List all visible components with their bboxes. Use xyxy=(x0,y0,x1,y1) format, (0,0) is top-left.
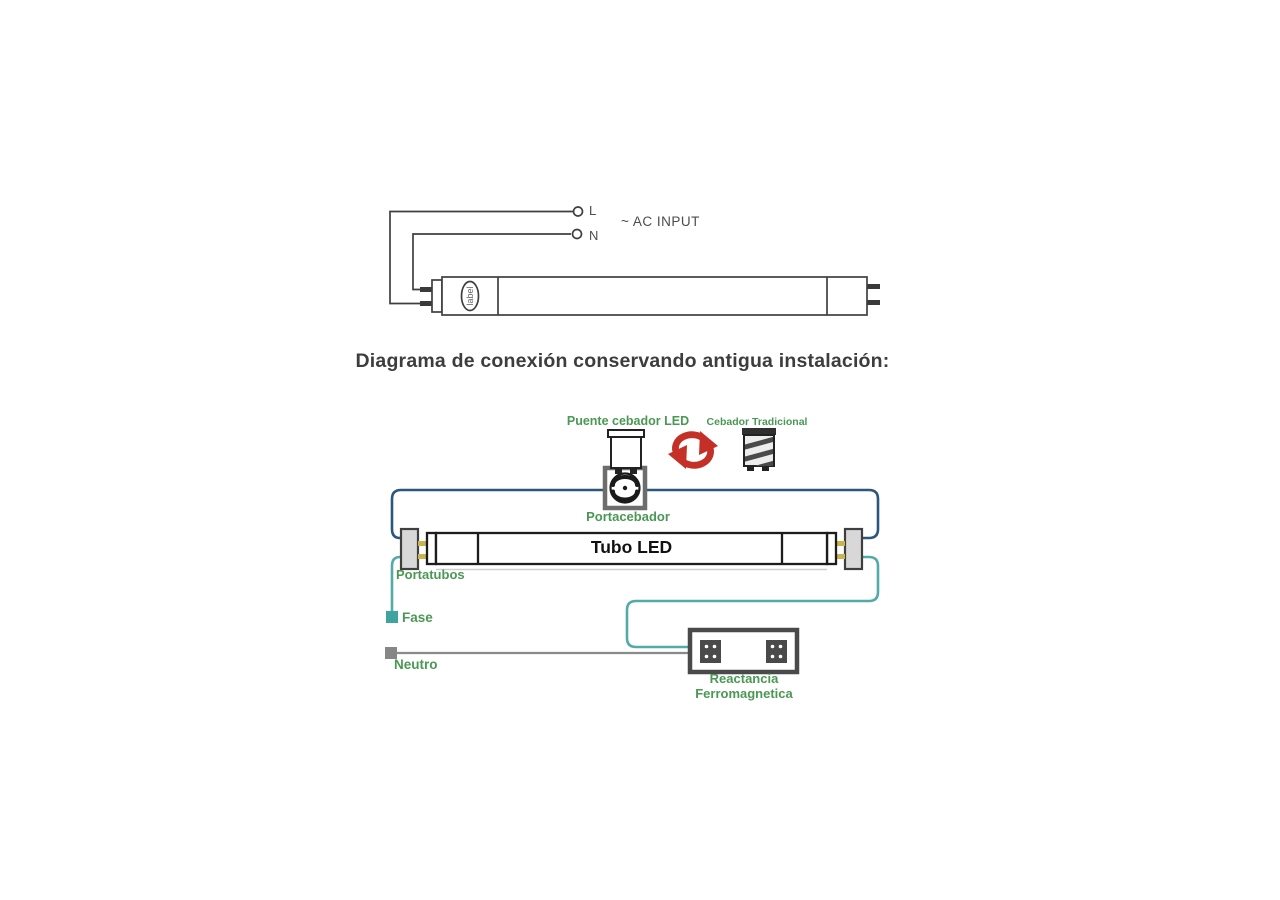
terminal-n-label: N xyxy=(589,228,599,243)
terminal-l-label: L xyxy=(589,203,597,218)
puente-cebador-led-label: Puente cebador LED xyxy=(566,414,690,428)
tube-pin xyxy=(867,300,880,305)
page-title: Diagrama de conexión conservando antigua… xyxy=(355,350,890,372)
neutro-terminal xyxy=(385,647,397,659)
ac-terminal-n xyxy=(571,228,583,240)
ac-terminal-l xyxy=(572,206,584,217)
line-wire xyxy=(389,210,573,305)
tube-pin xyxy=(867,284,880,289)
tube-pin xyxy=(418,554,427,559)
tube-pin xyxy=(420,301,432,306)
fase-terminal xyxy=(386,611,398,623)
cebador-tradicional-label: Cebador Tradicional xyxy=(706,416,808,428)
bottom-diagram xyxy=(385,428,880,675)
tube-label-oval xyxy=(460,280,480,312)
neutro-label: Neutro xyxy=(394,657,438,672)
reactancia-line2: Ferromagnetica xyxy=(695,686,793,701)
tubo-led-label: Tubo LED xyxy=(590,537,673,557)
starter-socket-icon xyxy=(602,465,648,511)
tube-pin xyxy=(836,554,845,559)
portacebador-label: Portacebador xyxy=(586,509,670,524)
reactancia-label: Reactancia Ferromagnetica xyxy=(659,671,829,701)
tube-end-piece xyxy=(425,531,438,566)
tube-pin xyxy=(836,541,845,546)
tube-brand-label: label xyxy=(465,286,475,306)
swap-arrows-icon xyxy=(668,431,718,469)
reactancia-line1: Reactancia xyxy=(709,671,779,686)
traditional-starter-icon xyxy=(742,428,776,471)
tubo-led-body xyxy=(434,531,829,566)
portatubos-label: Portatubos xyxy=(396,567,465,582)
ac-input-label: ~ AC INPUT xyxy=(621,214,700,229)
tube-body xyxy=(441,276,868,316)
tube-socket-icon xyxy=(399,527,420,571)
tube-pin xyxy=(420,287,432,292)
tube-pin xyxy=(418,541,427,546)
neutral-wire xyxy=(412,233,571,291)
ballast-wire xyxy=(625,555,880,649)
tube-end-piece xyxy=(825,531,838,566)
tube-bipin-base xyxy=(431,279,443,313)
ferromagnetic-ballast-icon xyxy=(687,627,800,675)
fase-label: Fase xyxy=(402,610,433,625)
tube-socket-icon xyxy=(843,527,864,571)
led-starter-bridge-icon xyxy=(607,429,645,474)
top-diagram xyxy=(389,206,880,316)
